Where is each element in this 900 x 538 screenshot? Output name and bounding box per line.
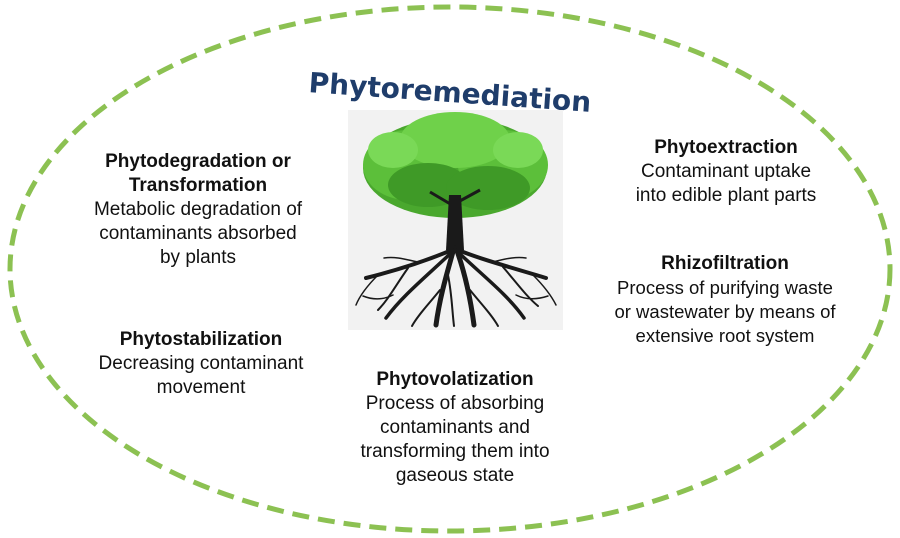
rhizofiltration-desc-line: extensive root system <box>635 325 815 346</box>
phytodegradation-block: Phytodegradation or Transformation Metab… <box>62 150 334 270</box>
phytoextraction-desc-line: Contaminant uptake <box>640 161 812 182</box>
phytovolatization-desc-line: transforming them into <box>360 441 550 462</box>
tree-with-roots-icon <box>348 110 563 330</box>
rhizofiltration-block: Rhizofiltration Process of purifying was… <box>572 252 878 348</box>
rhizofiltration-desc-line: Process of purifying waste <box>617 277 833 298</box>
phytostabilization-desc-line: movement <box>156 377 246 398</box>
phytodegradation-desc-line: Metabolic degradation of <box>93 199 303 220</box>
phytoextraction-desc-line: into edible plant parts <box>635 185 817 206</box>
phytovolatization-desc-line: Process of absorbing <box>365 393 545 414</box>
rhizofiltration-desc-line: or wastewater by means of <box>614 301 836 322</box>
phytovolatization-block: Phytovolatization Process of absorbing c… <box>318 368 592 488</box>
phytostabilization-desc-line: Decreasing contaminant <box>98 353 304 374</box>
phytodegradation-desc-line: by plants <box>159 247 237 268</box>
phytodegradation-desc-line: contaminants absorbed <box>99 223 297 244</box>
phytovolatization-desc-line: gaseous state <box>395 465 515 486</box>
tree-trunk <box>446 195 464 250</box>
phytovolatization-heading: Phytovolatization <box>376 369 534 390</box>
phytodegradation-heading-line2: Transformation <box>128 175 268 196</box>
tree-canopy <box>363 112 548 218</box>
phytodegradation-heading-line1: Phytodegradation or <box>105 151 291 172</box>
phytoextraction-block: Phytoextraction Contaminant uptake into … <box>592 136 860 208</box>
phytostabilization-block: Phytostabilization Decreasing contaminan… <box>60 328 342 400</box>
rhizofiltration-heading: Rhizofiltration <box>661 253 789 274</box>
phytoextraction-heading: Phytoextraction <box>654 137 798 158</box>
tree-roots <box>355 245 557 328</box>
phytostabilization-heading: Phytostabilization <box>119 329 283 350</box>
phytovolatization-desc-line: contaminants and <box>380 417 530 438</box>
